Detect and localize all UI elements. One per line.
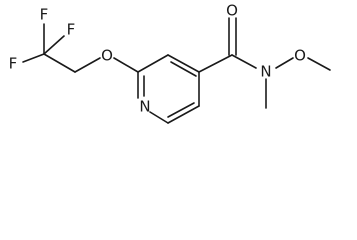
bond-c-f-left — [22, 53, 45, 63]
atom-f-left: F — [9, 55, 18, 73]
bond-ring-c5-c6 — [167, 105, 200, 124]
bond-carbonyl-n — [231, 54, 257, 69]
atom-o-methoxy: O — [294, 47, 306, 65]
bond-ring-c3-c4-inner — [170, 61, 197, 77]
bond-ch2-o — [74, 57, 101, 73]
molecule-drawing: F F F O O N O N — [9, 2, 331, 124]
bond-n-o — [275, 57, 294, 69]
bond-ring-c2-c3 — [137, 54, 169, 73]
bond-cf3-ch2 — [43, 53, 76, 73]
bond-o-methyl — [307, 57, 331, 71]
atom-n-pyridine: N — [139, 98, 150, 116]
atom-n-amide: N — [260, 63, 271, 81]
atom-f-upper-left: F — [40, 6, 49, 24]
bond-o-ring — [113, 57, 139, 73]
bond-ring-c3-c4 — [167, 54, 200, 73]
bond-c-f-upper-right — [43, 35, 65, 55]
bond-ring-c6-n — [149, 111, 169, 124]
bond-ring-carbonyl — [198, 54, 233, 73]
atom-f-upper-right: F — [67, 21, 76, 39]
bond-ring-c5-c6-inner — [167, 102, 195, 118]
atom-o-carbonyl: O — [226, 2, 238, 20]
structure-diagram: F F F O O N O N — [9, 2, 331, 124]
atom-o-ether: O — [101, 47, 113, 65]
